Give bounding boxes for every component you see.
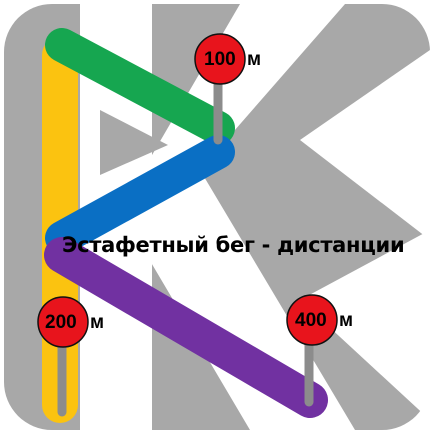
marker-head-200 bbox=[37, 296, 89, 348]
green-track bbox=[45, 28, 235, 145]
k-emblem-notch bbox=[100, 110, 168, 175]
purple-track bbox=[44, 237, 328, 418]
marker-head-400 bbox=[286, 294, 338, 346]
marker-400-value: 400 bbox=[295, 310, 327, 331]
marker-200-value: 200 bbox=[45, 312, 77, 333]
marker-400-unit: м bbox=[339, 310, 354, 331]
marker-200-unit: м bbox=[90, 312, 105, 333]
marker-100-value: 100 bbox=[204, 49, 236, 70]
blue-track bbox=[45, 135, 235, 255]
marker-100-unit: м bbox=[247, 49, 262, 70]
page-title: Эстафетный бег - дистанции bbox=[62, 233, 405, 257]
marker-head-100 bbox=[194, 33, 246, 85]
